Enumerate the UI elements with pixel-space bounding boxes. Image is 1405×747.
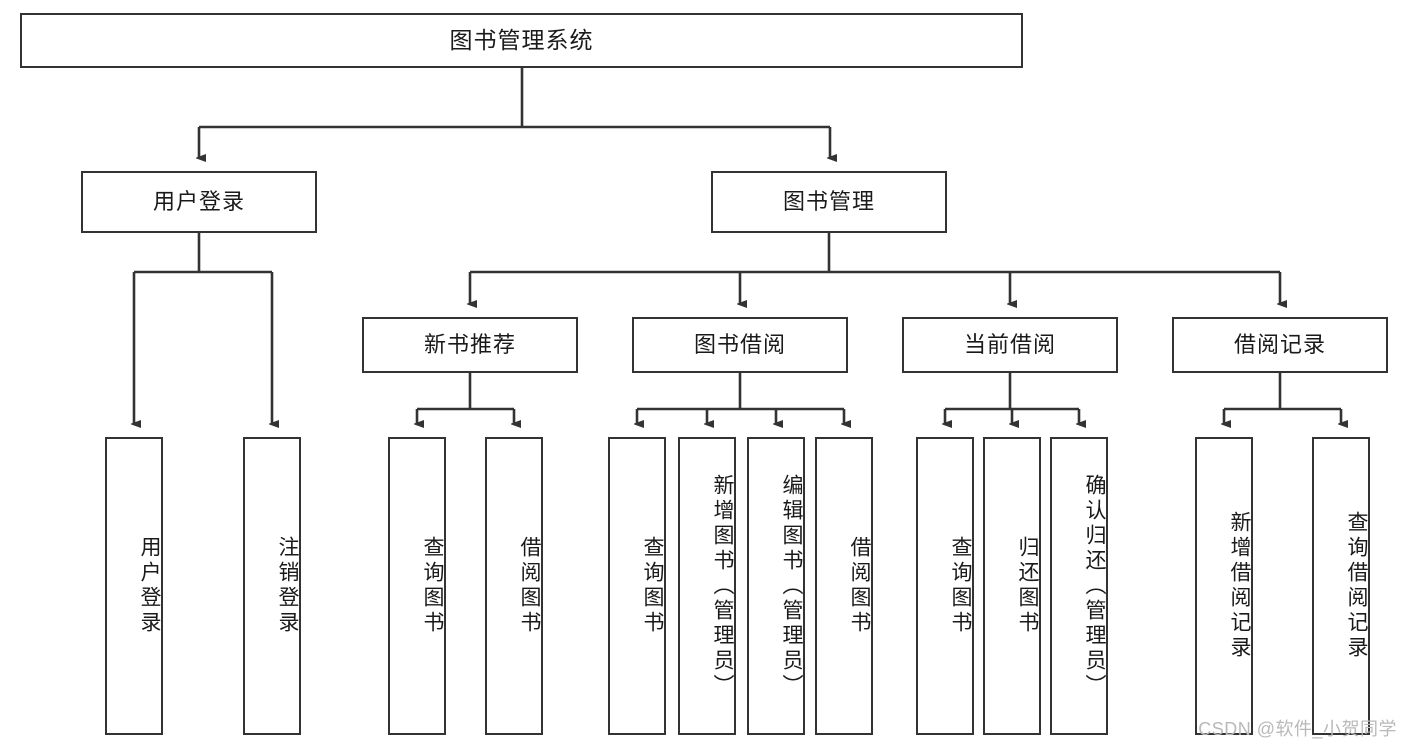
- leaf-user-login[interactable]: 用户登录: [105, 437, 163, 735]
- node-book-management[interactable]: 图书管理: [711, 171, 947, 233]
- leaf-query-book-recommend-label: 查询图书: [421, 536, 444, 636]
- leaf-confirm-return-admin[interactable]: 确认归还（管理员）: [1050, 437, 1108, 735]
- leaf-user-login-label: 用户登录: [138, 536, 161, 636]
- leaf-logout-login-label: 注销登录: [276, 536, 299, 636]
- leaf-borrow-book-recommend[interactable]: 借阅图书: [485, 437, 543, 735]
- node-borrow-record[interactable]: 借阅记录: [1172, 317, 1388, 373]
- node-book-borrow-label: 图书借阅: [693, 331, 786, 357]
- node-root-label: 图书管理系统: [449, 26, 594, 53]
- csdn-watermark: CSDN @软件_小贺同学: [1198, 719, 1397, 739]
- leaf-borrow-book-label: 借阅图书: [848, 536, 871, 636]
- leaf-confirm-return-admin-label: 确认归还（管理员）: [1083, 473, 1106, 699]
- leaf-edit-book-admin[interactable]: 编辑图书（管理员）: [747, 437, 805, 735]
- leaf-query-book-borrow[interactable]: 查询图书: [608, 437, 666, 735]
- leaf-query-book-current-label: 查询图书: [949, 536, 972, 636]
- leaf-query-book-current[interactable]: 查询图书: [916, 437, 974, 735]
- node-root[interactable]: 图书管理系统: [20, 13, 1023, 68]
- node-book-borrow[interactable]: 图书借阅: [632, 317, 848, 373]
- leaf-add-book-admin-label: 新增图书（管理员）: [711, 473, 734, 699]
- leaf-add-borrow-record-label: 新增借阅记录: [1228, 511, 1251, 661]
- leaf-return-book[interactable]: 归还图书: [983, 437, 1041, 735]
- node-book-management-label: 图书管理: [782, 188, 875, 214]
- node-current-borrow-label: 当前借阅: [963, 331, 1056, 357]
- node-current-borrow[interactable]: 当前借阅: [902, 317, 1118, 373]
- node-user-login[interactable]: 用户登录: [81, 171, 317, 233]
- leaf-borrow-book-recommend-label: 借阅图书: [518, 536, 541, 636]
- node-new-book-recommend[interactable]: 新书推荐: [362, 317, 578, 373]
- leaf-edit-book-admin-label: 编辑图书（管理员）: [780, 473, 803, 699]
- leaf-query-book-recommend[interactable]: 查询图书: [388, 437, 446, 735]
- leaf-add-borrow-record[interactable]: 新增借阅记录: [1195, 437, 1253, 735]
- leaf-query-borrow-record[interactable]: 查询借阅记录: [1312, 437, 1370, 735]
- node-borrow-record-label: 借阅记录: [1233, 331, 1326, 357]
- leaf-borrow-book[interactable]: 借阅图书: [815, 437, 873, 735]
- node-user-login-label: 用户登录: [152, 188, 245, 214]
- leaf-add-book-admin[interactable]: 新增图书（管理员）: [678, 437, 736, 735]
- node-new-book-recommend-label: 新书推荐: [423, 331, 516, 357]
- leaf-query-borrow-record-label: 查询借阅记录: [1345, 511, 1368, 661]
- leaf-query-book-borrow-label: 查询图书: [641, 536, 664, 636]
- leaf-return-book-label: 归还图书: [1016, 536, 1039, 636]
- leaf-logout-login[interactable]: 注销登录: [243, 437, 301, 735]
